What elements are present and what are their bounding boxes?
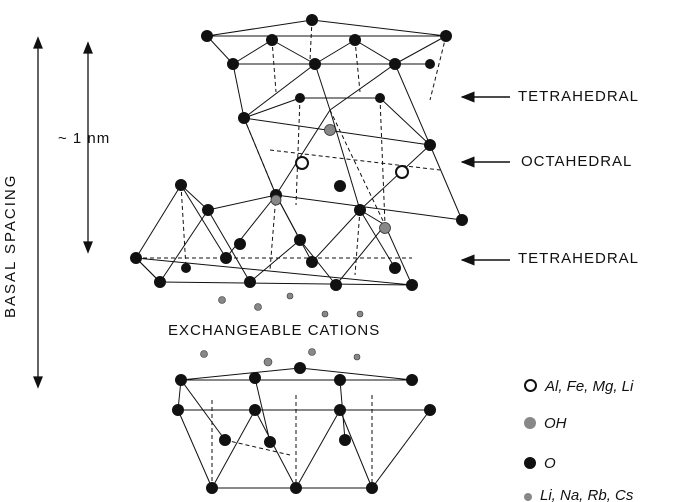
legend-label: Li, Na, Rb, Cs (540, 487, 634, 502)
tetrahedral-bottom-label: TETRAHEDRAL (518, 250, 640, 267)
lower-tetrahedral-sheet (135, 184, 413, 286)
al-symbol-icon (524, 379, 537, 392)
o-symbol-icon (524, 457, 536, 469)
legend-label: OH (544, 415, 567, 432)
octahedral-sheet (243, 97, 463, 241)
one-nm-label: ~ 1 nm (58, 130, 111, 147)
legend-item-cations: Li, Na, Rb, Cs (524, 487, 633, 502)
legend-label: Al, Fe, Mg, Li (545, 378, 634, 395)
oxygen-atoms (130, 14, 468, 494)
hydroxyl-atoms (270, 124, 391, 234)
octahedral-label: OCTAHEDRAL (521, 153, 633, 170)
exchangeable-cations (200, 292, 364, 367)
cation-symbol-icon (524, 493, 532, 501)
oh-symbol-icon (524, 417, 536, 429)
legend-item-oh: OH (524, 415, 567, 432)
octahedral-cations (295, 156, 409, 179)
legend-item-o: O (524, 455, 556, 472)
basal-spacing-arrow (33, 36, 43, 389)
legend-label: O (544, 455, 556, 472)
bottom-layer (177, 367, 431, 489)
exchangeable-cations-label: EXCHANGEABLE CATIONS (168, 322, 381, 339)
tetrahedral-top-label: TETRAHEDRAL (518, 88, 640, 105)
upper-tetrahedral-sheet (206, 19, 447, 146)
basal-spacing-label: BASAL SPACING (2, 173, 19, 318)
legend-item-al: Al, Fe, Mg, Li (524, 378, 633, 395)
one-nm-arrow (83, 41, 93, 254)
